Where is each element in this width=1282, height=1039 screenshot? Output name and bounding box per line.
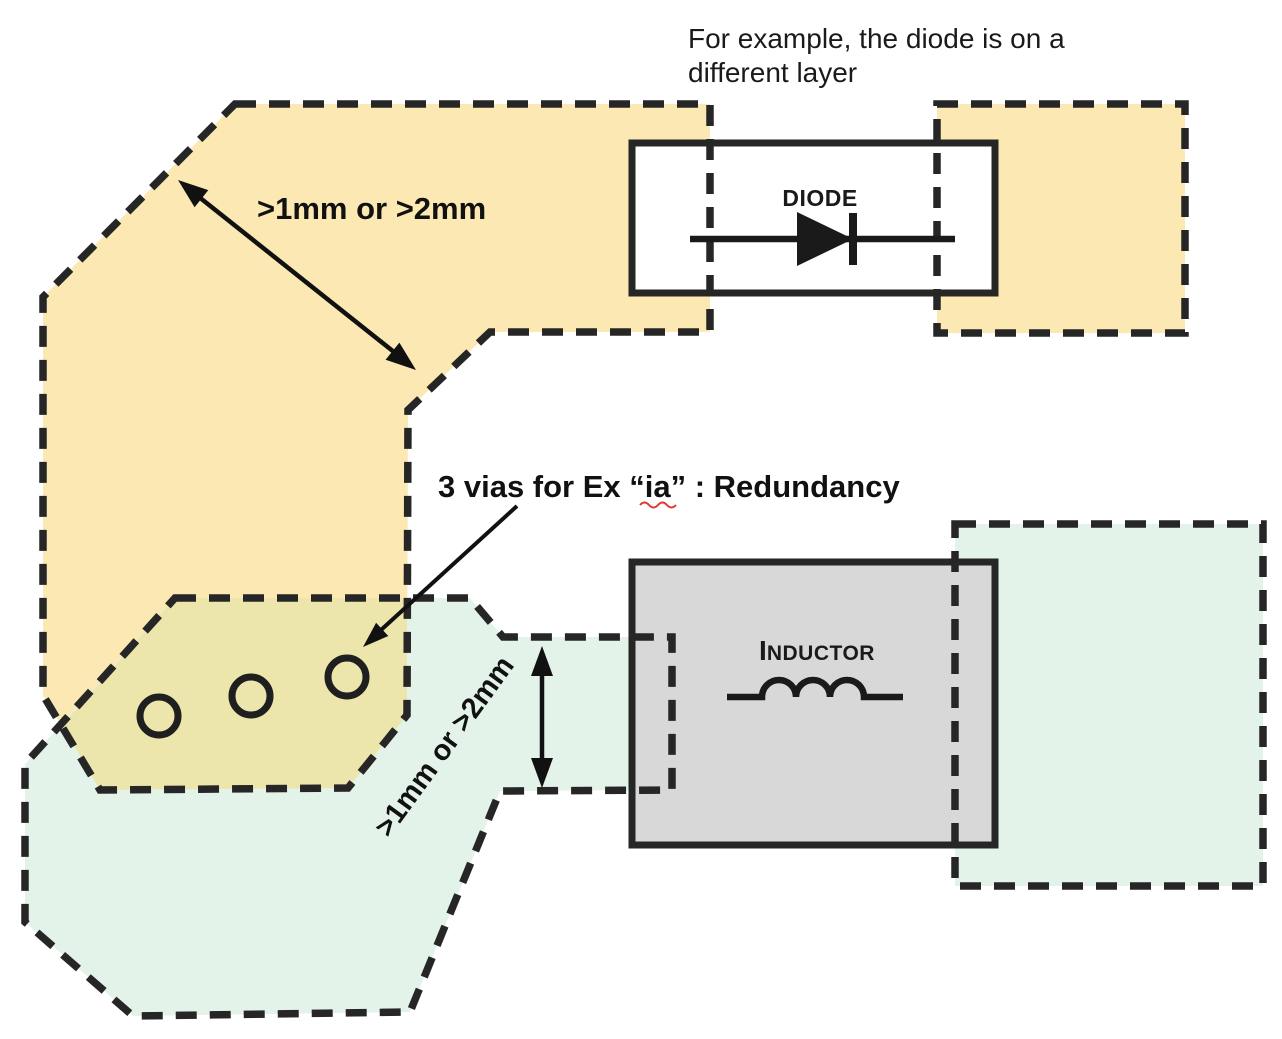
note-line2: different layer <box>688 57 857 88</box>
diode-anode-triangle <box>797 212 853 266</box>
via-group <box>136 654 370 739</box>
clearance-label-top: >1mm or >2mm <box>257 191 486 226</box>
inductor-symbol <box>727 676 903 701</box>
vias-label: 3 vias for Ex “ia” : Redundancy <box>438 469 900 504</box>
diode-symbol <box>690 212 955 266</box>
inductor-label: INDUCTOR <box>759 635 875 666</box>
via-2 <box>228 673 274 719</box>
spellcheck-squiggle <box>639 501 677 509</box>
green-zone-right-outline <box>951 520 1267 890</box>
diode-label: DIODE <box>782 185 857 211</box>
clearance-arrow-diagonal <box>178 180 416 370</box>
inductor-component-box <box>628 558 999 849</box>
green-zone-right-fill <box>955 524 1263 886</box>
note-line1: For example, the diode is on a <box>688 23 1065 54</box>
via-3 <box>324 654 370 700</box>
via-1 <box>136 693 182 739</box>
inductor-coil <box>727 676 903 701</box>
clearance-arrow-vertical <box>531 646 553 788</box>
yellow-zone-main-outline <box>39 100 714 794</box>
vias-pointer-arrow <box>363 504 519 647</box>
